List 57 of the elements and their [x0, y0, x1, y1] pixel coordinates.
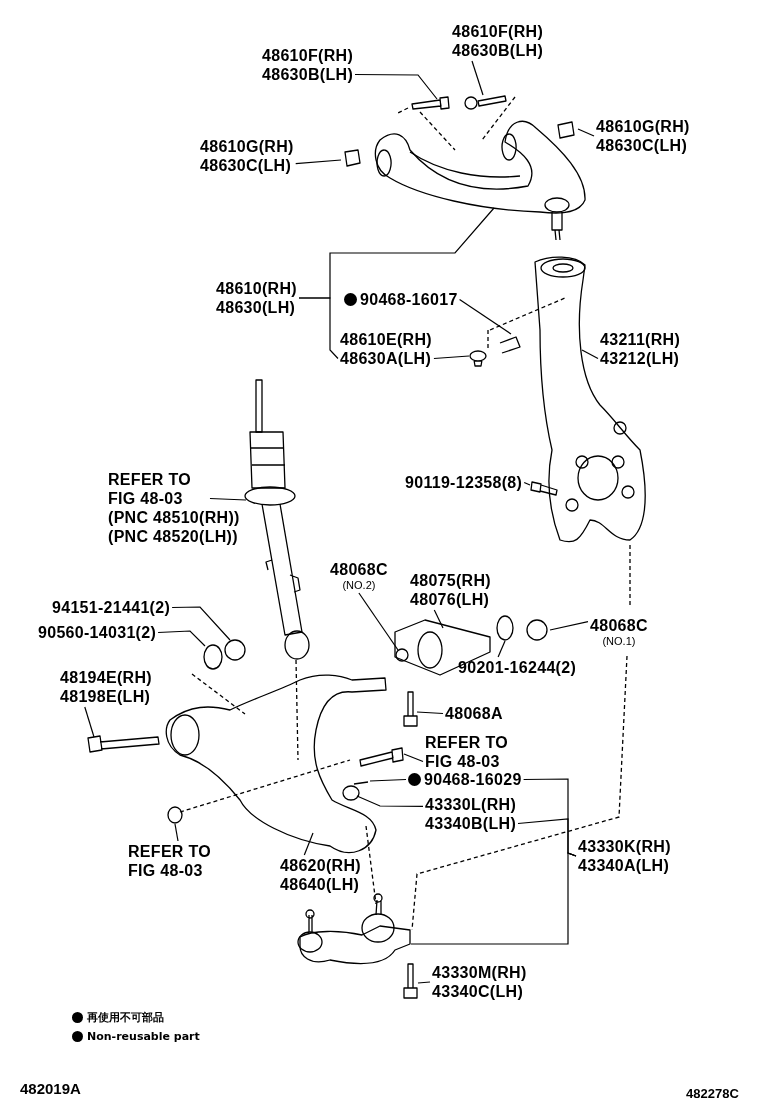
part-number: REFER TO FIG 48-03: [108, 470, 192, 508]
part-number: 48194E(RH) 48198E(LH): [60, 668, 152, 706]
figure-number: 482019A: [20, 1080, 81, 1097]
leader-line: [577, 128, 595, 137]
leader-line: [471, 60, 484, 96]
part-number: 90468-16029: [424, 770, 522, 789]
leader-line: [157, 630, 206, 647]
part-number: 43330M(RH) 43340C(LH): [432, 963, 527, 1001]
part-number: 48610G(RH) 48630C(LH): [200, 137, 294, 175]
part-number: 90201-16244(2): [458, 658, 577, 677]
leader-line: [298, 297, 339, 360]
leader-line: [84, 706, 95, 738]
legend-text: 再使用不可部品: [87, 1010, 164, 1025]
part-number: 43330K(RH) 43340A(LH): [578, 837, 671, 875]
leader-line: [303, 832, 314, 856]
leader-line: [209, 497, 247, 501]
part-note: (NO.1): [602, 635, 636, 648]
leader-line: [174, 823, 179, 842]
leader-line: [433, 609, 444, 629]
leader-line: [416, 711, 444, 715]
part-number: 48068A: [445, 704, 503, 723]
part-number: 48075(RH) 48076(LH): [410, 571, 491, 609]
leader-line: [356, 795, 424, 807]
leader-line: [171, 606, 231, 641]
legend-text: Non-reusable part: [87, 1030, 200, 1043]
leader-line: [433, 355, 470, 360]
leader-line: [523, 481, 531, 486]
part-number: REFER TO FIG 48-03: [128, 842, 212, 880]
part-number: 48068C: [330, 560, 388, 579]
leader-line: [497, 640, 506, 658]
part-number: (PNC 48510(RH)) (PNC 48520(LH)): [108, 508, 241, 546]
leader-line: [410, 852, 577, 945]
part-number: 90560-14031(2): [38, 623, 157, 642]
part-number: 48620(RH) 48640(LH): [280, 856, 361, 894]
part-number: 48610(RH) 48630(LH): [216, 279, 297, 317]
leader-line: [358, 592, 399, 651]
part-number: 48610G(RH) 48630C(LH): [596, 117, 690, 155]
leader-line: [369, 778, 407, 782]
leader-line: [417, 981, 431, 984]
leader-line: [459, 298, 512, 335]
leader-line: [581, 349, 599, 360]
part-number: 48610F(RH) 48630B(LH): [452, 22, 544, 60]
part-number: 90119-12358(8): [405, 473, 523, 492]
leader-line: [354, 73, 438, 100]
part-number: 48068C: [590, 616, 648, 635]
leader-line: [549, 621, 589, 631]
leader-line: [295, 159, 342, 165]
part-number: 48610E(RH) 48630A(LH): [340, 330, 432, 368]
part-note: (NO.2): [342, 579, 376, 592]
leader-line: [403, 753, 424, 763]
part-number: 48610F(RH) 48630B(LH): [262, 46, 354, 84]
part-number: 43211(RH) 43212(LH): [600, 330, 681, 368]
part-number: REFER TO FIG 48-03: [425, 733, 509, 771]
figure-number: 482278C: [686, 1086, 739, 1101]
part-number: 43330L(RH) 43340B(LH): [425, 795, 517, 833]
part-number: 94151-21441(2): [52, 598, 171, 617]
part-number: 90468-16017: [360, 290, 458, 309]
